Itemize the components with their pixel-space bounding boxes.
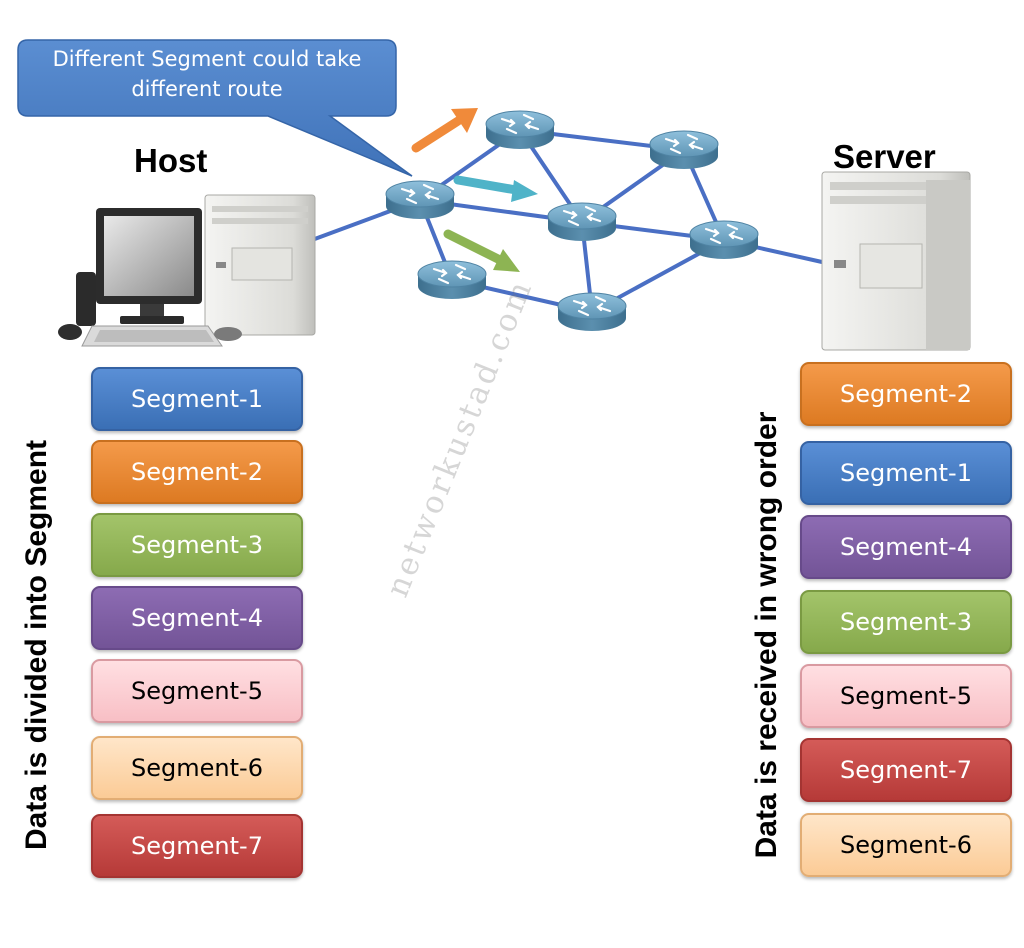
router-icon — [556, 291, 628, 333]
callout-text: Different Segment could take different r… — [22, 44, 392, 104]
callout-line: different route — [131, 77, 283, 101]
server-segment: Segment-4 — [800, 515, 1012, 579]
host-side-label: Data is divided into Segment — [20, 439, 53, 851]
router-icon — [688, 219, 760, 261]
host-segment: Segment-3 — [91, 513, 303, 577]
host-segment: Segment-2 — [91, 440, 303, 504]
desktop-computer-icon — [58, 194, 316, 347]
green-arrow-icon — [443, 229, 520, 272]
teal-arrow-icon — [453, 175, 538, 202]
host-segment: Segment-6 — [91, 736, 303, 800]
router-icon — [648, 129, 720, 171]
router-icon — [484, 109, 556, 151]
server-segment: Segment-7 — [800, 738, 1012, 802]
callout-line: Different Segment could take — [52, 47, 362, 71]
server-segment: Segment-5 — [800, 664, 1012, 728]
callout-bubble — [17, 39, 413, 177]
orange-arrow-icon — [411, 108, 478, 153]
server-title: Server — [833, 138, 936, 175]
host-segment: Segment-4 — [91, 586, 303, 650]
router-icon — [416, 259, 488, 301]
server-segment: Segment-2 — [800, 362, 1012, 426]
host-title: Host — [134, 142, 208, 179]
server-segment: Segment-6 — [800, 813, 1012, 877]
server-segment: Segment-1 — [800, 441, 1012, 505]
server-segment: Segment-3 — [800, 590, 1012, 654]
server-side-label: Data is received in wrong order — [750, 411, 783, 859]
host-segment: Segment-5 — [91, 659, 303, 723]
host-segment: Segment-1 — [91, 367, 303, 431]
server-tower-icon — [821, 171, 971, 351]
router-icon — [384, 179, 456, 221]
router-icon — [546, 201, 618, 243]
host-segment: Segment-7 — [91, 814, 303, 878]
